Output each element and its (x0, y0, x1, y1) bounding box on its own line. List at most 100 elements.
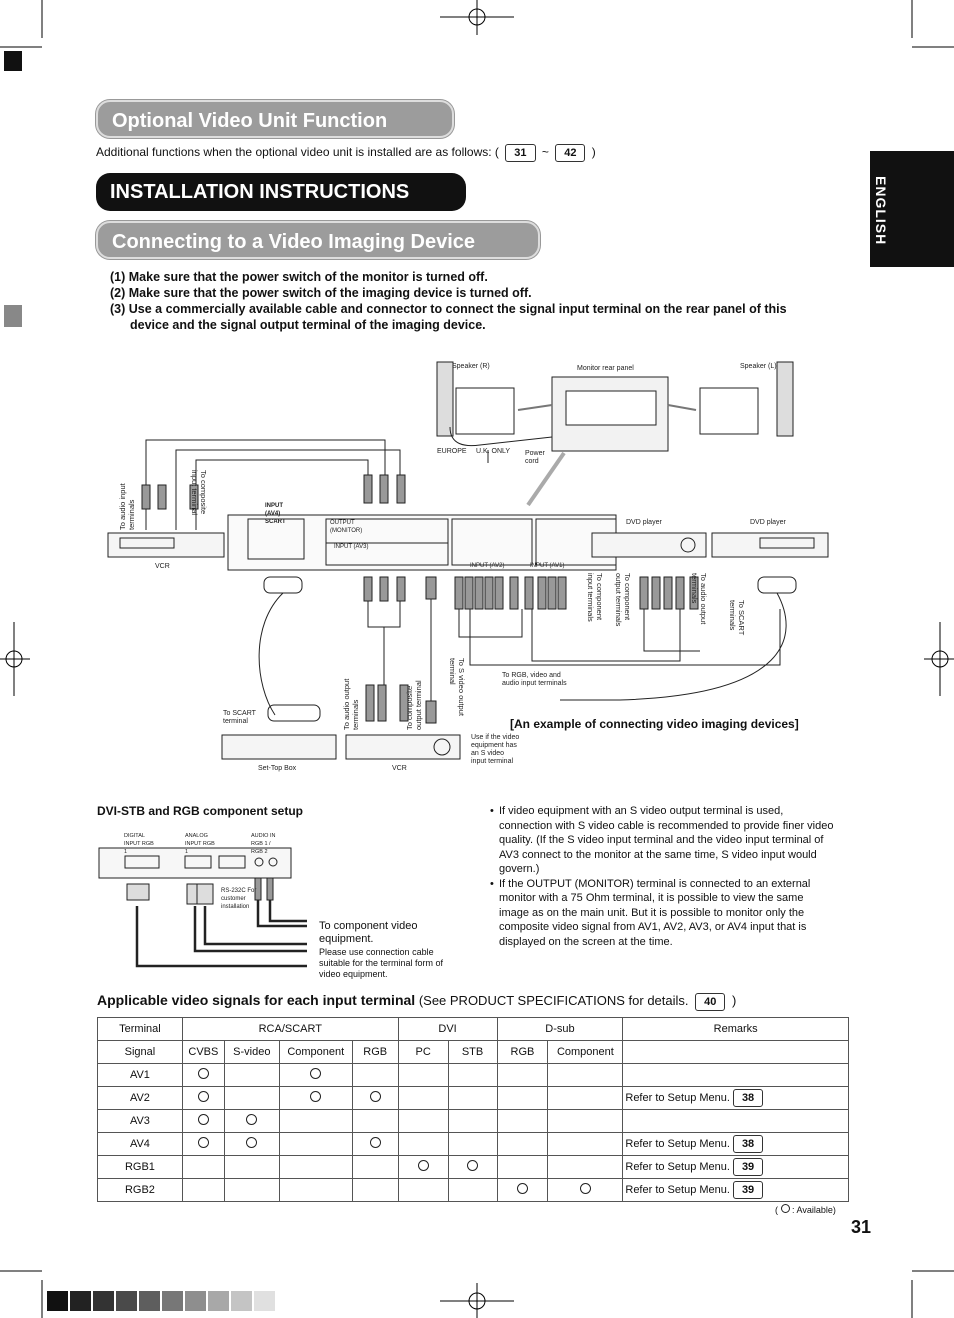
signal-cell (496, 1109, 549, 1133)
signal-header-row: Signal CVBS S-video Component RGB PC STB… (97, 1040, 849, 1064)
signal-cell (496, 1155, 549, 1179)
signal-cell (496, 1063, 549, 1087)
page-ref: 40 (695, 993, 726, 1011)
terminal-header: Terminal (97, 1017, 183, 1041)
available-note: ( : Available) (775, 1204, 836, 1215)
signal-cell (278, 1063, 353, 1087)
header-cell: STB (447, 1040, 498, 1064)
vcr-top-label: VCR (155, 563, 170, 570)
page-ref: 42 (555, 144, 586, 162)
signal-cell (278, 1178, 353, 1202)
remark-cell: Refer to Setup Menu.38 (622, 1132, 849, 1156)
signal-cell (397, 1132, 449, 1156)
signal-cell (547, 1178, 624, 1202)
available-circle-icon (780, 1204, 790, 1213)
signal-cell (278, 1155, 353, 1179)
monitor-rear-label: Monitor rear panel (577, 365, 634, 372)
table-row: AV3 (97, 1109, 849, 1133)
use-if-label: Use if the video equipment has an S vide… (471, 734, 520, 765)
dvd-player-2-label: DVD player (750, 519, 786, 526)
example-caption: [An example of connecting video imaging … (510, 717, 799, 731)
input-av1-label: INPUT (AV1) (530, 563, 565, 569)
to-audio-output-label: To audio output terminals (342, 678, 360, 730)
connection-diagram (107, 361, 829, 760)
power-cord-label: Power cord (525, 450, 545, 465)
signal-cell (447, 1063, 498, 1087)
page-ref: 38 (732, 1089, 764, 1107)
color-swatch (231, 1291, 252, 1311)
signal-cell (181, 1109, 225, 1133)
header-cell: S-video (223, 1040, 280, 1064)
available-circle-icon (417, 1160, 429, 1171)
english-tab-label: ENGLISH (873, 176, 889, 246)
audio-in-label: AUDIO IN RGB 1 / RGB 2 (251, 833, 276, 855)
signal-cell (496, 1132, 549, 1156)
available-circle-icon (197, 1091, 209, 1102)
available-circle-icon (516, 1183, 528, 1194)
rs232c-label: RS-232C For customer installation (221, 888, 257, 910)
speaker-r-label: Speaker (R) (452, 363, 490, 370)
table-row: AV1 (97, 1063, 849, 1087)
signal-cell (223, 1178, 280, 1202)
remarks-header: Remarks (622, 1017, 849, 1041)
available-circle-icon (579, 1183, 591, 1194)
signal-cell (223, 1109, 280, 1133)
signals-heading: Applicable video signals for each input … (97, 991, 736, 1011)
to-rgb-label: To RGB, video and audio input terminals (502, 672, 567, 687)
step-3: (3) Use a commercially available cable a… (110, 302, 787, 316)
installation-title: INSTALLATION INSTRUCTIONS (96, 173, 466, 211)
color-swatch (116, 1291, 137, 1311)
signal-cell (278, 1086, 353, 1110)
signal-cell (496, 1086, 549, 1110)
signal-cell (547, 1155, 624, 1179)
dvi-header: DVI (397, 1017, 498, 1041)
signal-cell (496, 1178, 549, 1202)
terminal-name: RGB1 (97, 1155, 183, 1179)
signal-cell (397, 1109, 449, 1133)
speaker-l-label: Speaker (L) (740, 363, 777, 370)
terminal-name: AV1 (97, 1063, 183, 1087)
terminal-name: AV3 (97, 1109, 183, 1133)
signal-cell (447, 1155, 498, 1179)
color-swatch (162, 1291, 183, 1311)
color-swatch (47, 1291, 68, 1311)
remark-cell: Refer to Setup Menu.39 (622, 1155, 849, 1179)
signals-table: Terminal RCA/SCART DVI D-sub Remarks Sig… (97, 1017, 849, 1202)
color-swatch (208, 1291, 229, 1311)
remark-cell: Refer to Setup Menu.38 (622, 1086, 849, 1110)
page-ref: 39 (732, 1158, 764, 1176)
signal-cell (278, 1109, 353, 1133)
dvi-setup-title: DVI-STB and RGB component setup (97, 804, 304, 818)
to-composite-input-label: To composite input terminal (190, 470, 208, 516)
signal-cell (547, 1132, 624, 1156)
optional-video-title: Optional Video Unit Function (96, 100, 454, 138)
input-av2-label: INPUT (AV2) (470, 563, 505, 569)
step-1: (1) Make sure that the power switch of t… (110, 270, 488, 284)
to-component-output-label: To component output terminals (614, 573, 632, 627)
header-cell: RGB (496, 1040, 549, 1064)
to-composite-output-label: To composite output terminal (405, 680, 423, 730)
to-audio-input-label: To audio input terminals (118, 483, 136, 530)
header-cell: Component (278, 1040, 353, 1064)
output-monitor-label: OUTPUT (MONITOR) (330, 520, 363, 534)
terminal-name: RGB2 (97, 1178, 183, 1202)
table-row: RGB1 Refer to Setup Menu.39 (97, 1155, 849, 1179)
signal-cell (447, 1086, 498, 1110)
please-use-text: Please use connection cable suitable for… (319, 947, 444, 979)
to-s-video-output-label: To S video output terminal (448, 658, 466, 716)
signal-cell (547, 1063, 624, 1087)
to-component-input-label: To component input terminals (586, 573, 604, 622)
page-number: 31 (851, 1217, 872, 1237)
signal-cell (181, 1132, 225, 1156)
signal-cell (181, 1086, 225, 1110)
signal-cell (397, 1086, 449, 1110)
signal-cell (397, 1063, 449, 1087)
uk-only-label: U.K. ONLY (476, 448, 511, 455)
to-component-text: To component video equipment. (319, 920, 418, 945)
signal-cell (447, 1132, 498, 1156)
signal-cell (351, 1155, 399, 1179)
